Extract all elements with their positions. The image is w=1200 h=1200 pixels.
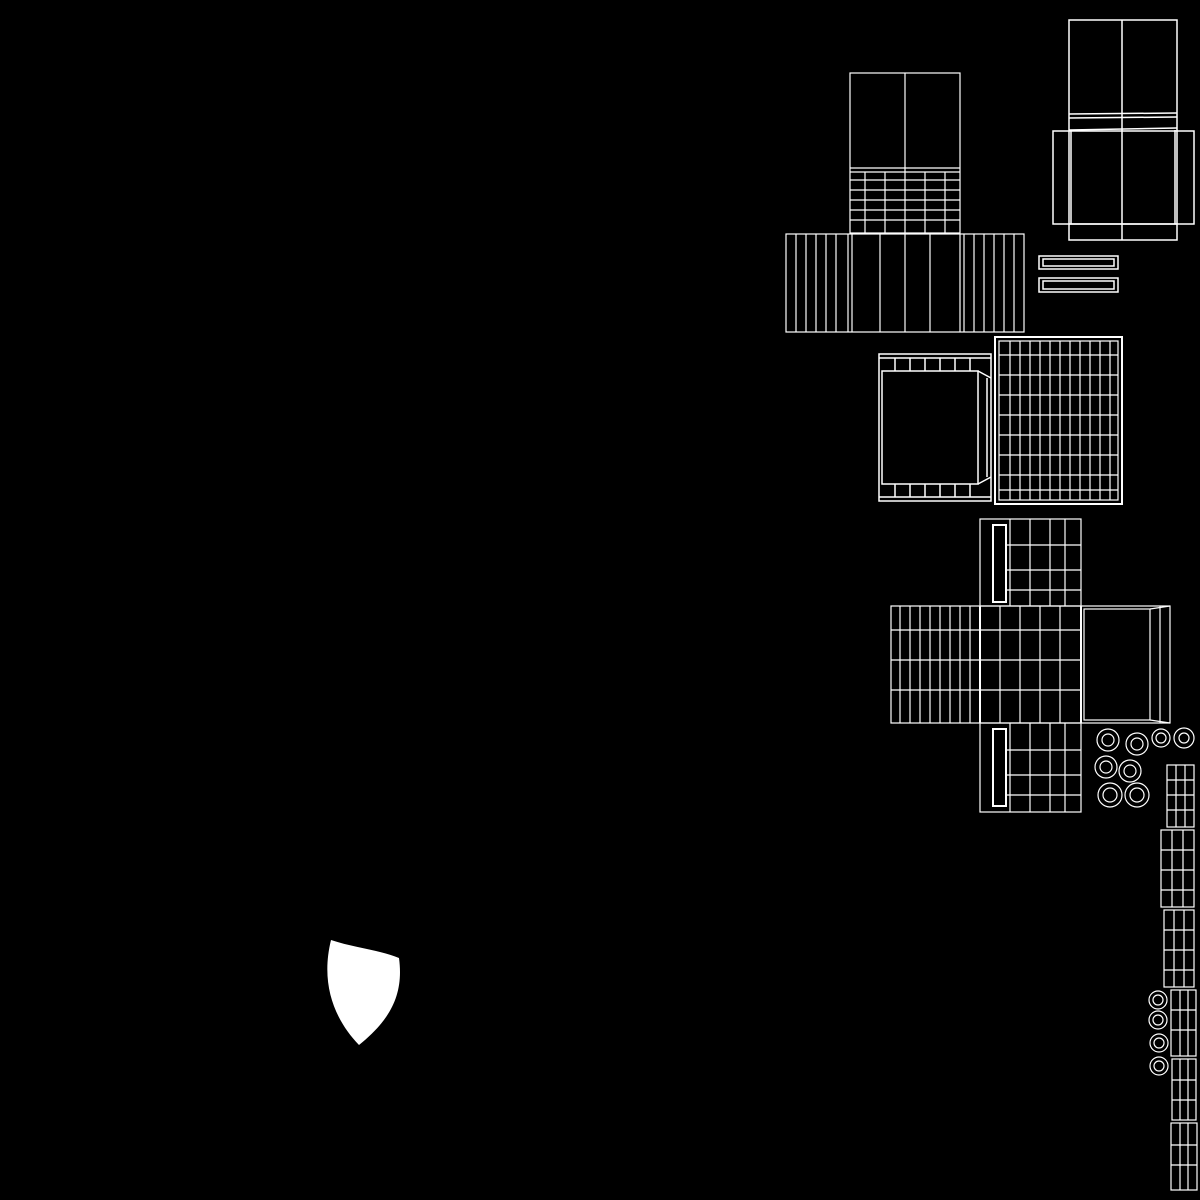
middle-frame-panel xyxy=(878,353,992,502)
top-panel-upper-right xyxy=(1052,19,1195,241)
rivet-cluster xyxy=(1094,727,1195,808)
small-rivet-column xyxy=(1148,990,1169,1076)
lower-cross-panel xyxy=(890,518,1171,813)
top-panel-cross xyxy=(785,72,1025,333)
grip-strip-column xyxy=(1160,764,1198,1191)
strap-pair xyxy=(1038,255,1119,293)
blade-shape xyxy=(327,940,400,1045)
middle-grid-panel xyxy=(994,336,1123,505)
